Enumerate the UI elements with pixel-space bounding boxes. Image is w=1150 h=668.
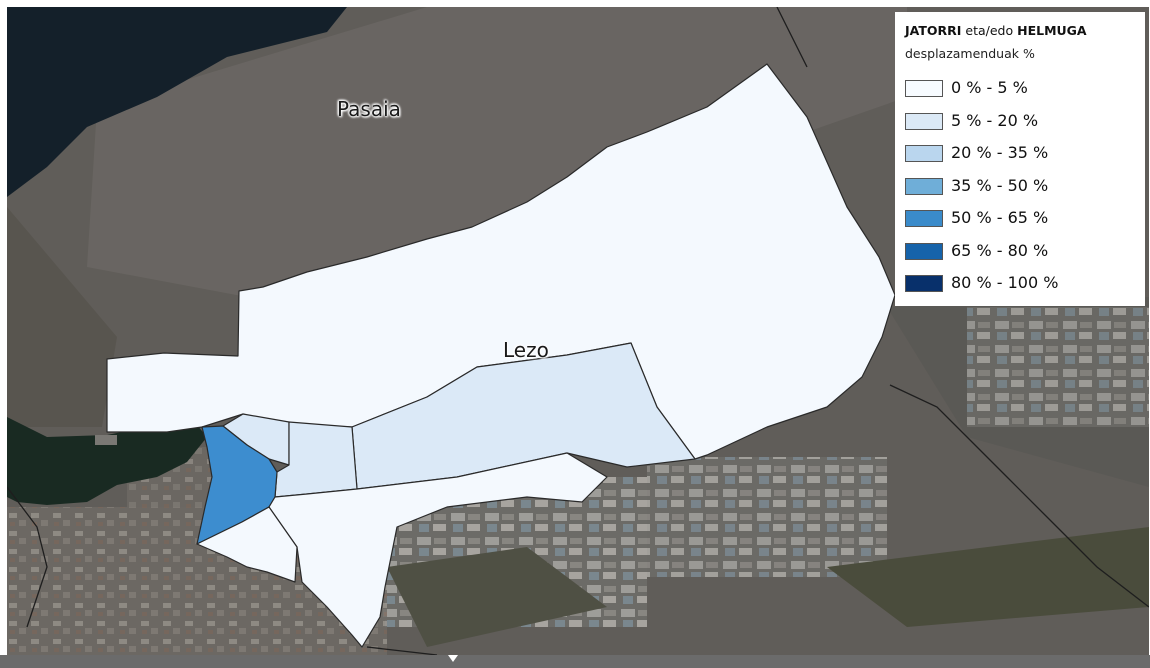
legend-item-label: 50 % - 65 % [951,208,1049,227]
legend-title-connector: eta/edo [961,23,1018,38]
map-bottom-strip [0,655,1150,668]
legend-item-label: 35 % - 50 % [951,175,1049,195]
legend-item-label: 20 % - 35 % [951,143,1049,162]
place-label-pasaia: Pasaia [337,97,401,121]
legend-swatch [905,210,943,227]
legend-swatch [905,177,943,195]
legend-subtitle: desplazamenduak % [905,46,1035,61]
expand-caret-icon[interactable] [448,655,458,662]
legend-item-label: 0 % - 5 % [951,78,1028,97]
map-legend: JATORRI eta/edo HELMUGA desplazamenduak … [895,12,1145,306]
legend-swatch [905,145,943,162]
legend-swatch [905,275,943,292]
zone-southwest-small [196,506,298,583]
legend-item-label: 5 % - 20 % [951,110,1039,130]
legend-title: JATORRI eta/edo HELMUGA [905,23,1087,38]
zone-south-large [268,452,608,648]
legend-title-part-destination: HELMUGA [1017,23,1087,38]
legend-title-part-origin: JATORRI [905,23,962,38]
legend-swatch [905,80,943,97]
legend-item-label: 80 % - 100 % [951,273,1059,292]
legend-swatch [905,242,943,260]
legend-item-label: 65 % - 80 % [951,240,1049,260]
legend-swatch [905,112,943,130]
place-label-lezo: Lezo [503,338,549,362]
